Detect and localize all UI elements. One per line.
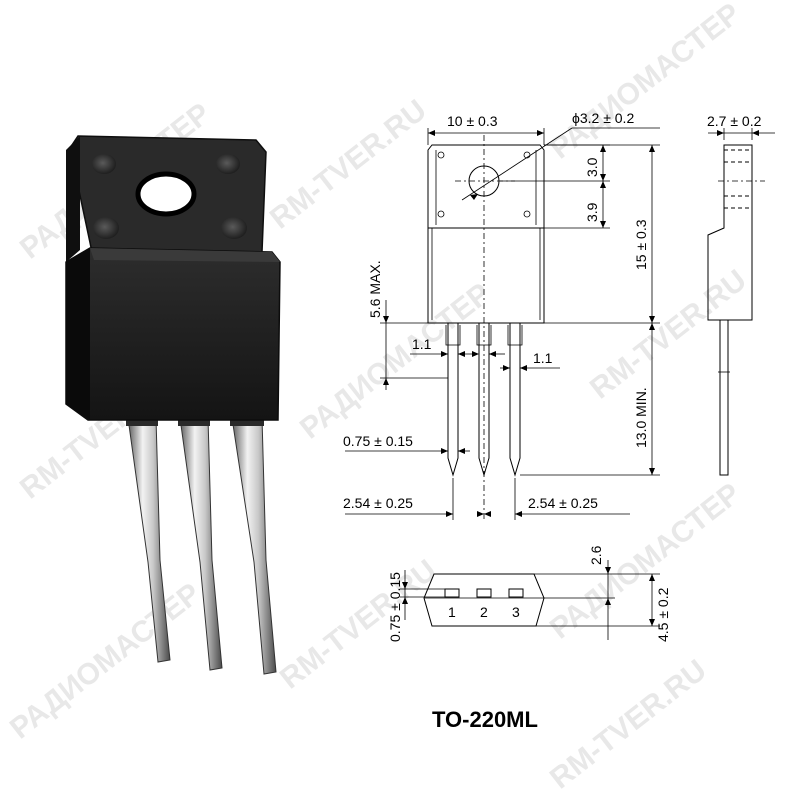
watermark-text: РАДИОМАСТЕР <box>294 277 497 446</box>
dim-lead-length-label: 13.0 MIN. <box>633 387 649 448</box>
dim-width-label: 10 ± 0.3 <box>447 113 498 129</box>
pin-number: 1 <box>448 604 456 620</box>
side-view-drawing: 2.7 ± 0.2 <box>707 113 775 476</box>
pin-number: 2 <box>480 604 488 620</box>
dim-lead-width-left-label: 1.1 <box>412 336 432 352</box>
watermark-text: RM-TVER.RU <box>264 94 433 236</box>
dim-pitch-left-label: 2.54 ± 0.25 <box>343 495 413 511</box>
front-dimensions <box>345 127 660 520</box>
dimple-mark <box>93 217 119 239</box>
transistor-photo <box>65 135 281 675</box>
pin-number: 3 <box>512 604 520 620</box>
dim-lead-width-right-label: 1.1 <box>533 350 553 366</box>
package-name: TO-220ML <box>432 707 538 732</box>
mounting-hole <box>135 171 197 217</box>
photo-body <box>65 247 281 421</box>
dim-pitch-right-label: 2.54 ± 0.25 <box>528 495 598 511</box>
dim-hole-to-body-label: 3.9 <box>584 202 600 222</box>
watermark-text: RM-TVER.RU <box>274 554 443 696</box>
dimple-mark <box>216 154 240 174</box>
watermark-text: РАДИОМАСТЕР <box>544 0 747 166</box>
dimple-mark <box>92 154 116 174</box>
dim-max-label: 5.6 MAX. <box>367 260 383 318</box>
front-view-drawing <box>427 135 545 520</box>
front-dimension-labels: 10 ± 0.3 ϕ3.2 ± 0.2 3.0 3.9 15 ± 0.3 13.… <box>343 110 649 511</box>
watermark-text: РАДИОМАСТЕР <box>4 577 207 746</box>
dim-hole-offset-label: 3.0 <box>584 157 600 177</box>
watermark-text: RM-TVER.RU <box>584 264 753 406</box>
dim-body-height-label: 15 ± 0.3 <box>633 219 649 270</box>
dim-bottom-standoff-label: 2.6 <box>588 545 604 565</box>
dim-side-thickness-label: 2.7 ± 0.2 <box>707 113 762 129</box>
dim-bottom-lead-thickness-label: 0.75 ± 0.15 <box>387 572 403 642</box>
dim-bottom-depth-label: 4.5 ± 0.2 <box>655 587 671 642</box>
watermark-text: RM-TVER.RU <box>544 654 713 796</box>
dim-lead-thickness-label: 0.75 ± 0.15 <box>343 433 413 449</box>
dim-hole-diameter-label: ϕ3.2 ± 0.2 <box>572 110 634 126</box>
bottom-view-drawing: 1 2 3 0.75 ± 0.15 2.6 4.5 ± 0.2 <box>387 545 671 642</box>
dimple-mark <box>221 217 247 239</box>
